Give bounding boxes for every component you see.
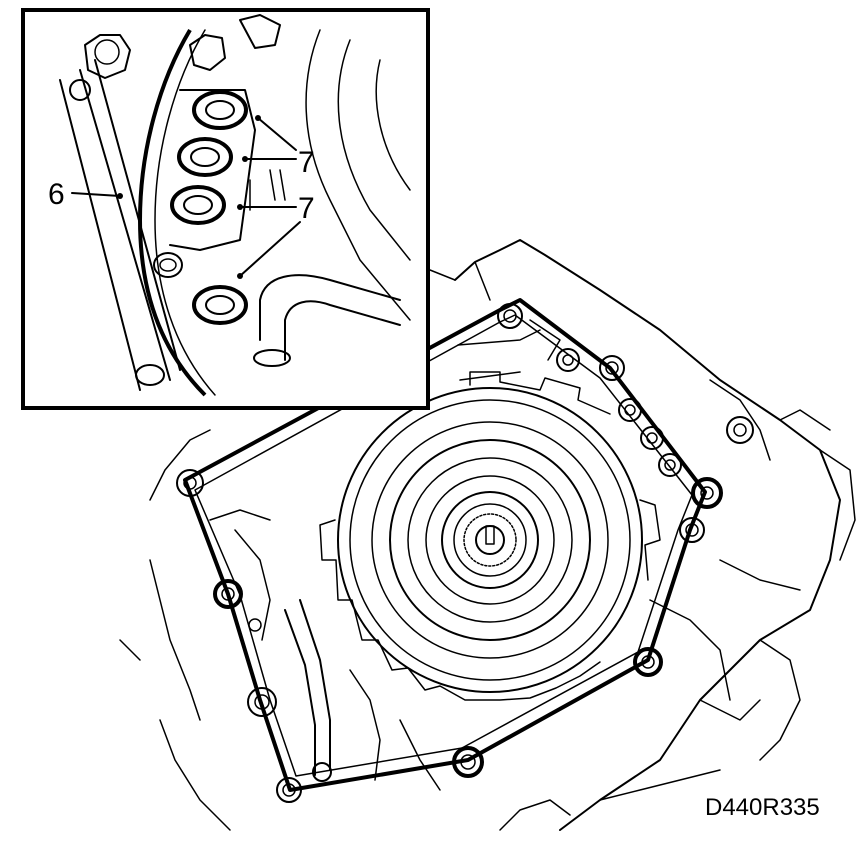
inset-drawing — [59, 14, 411, 397]
valve-body-ports — [556, 348, 754, 477]
seal-callout-label-upper: 7 — [298, 146, 315, 179]
seal-rings — [153, 90, 248, 325]
clutch-drum — [337, 387, 643, 693]
figure-code: D440R335 — [705, 794, 820, 821]
gasket-bolt-holes — [176, 303, 723, 803]
leader-lines — [71, 115, 301, 279]
gasket-callout-label: 6 — [48, 178, 65, 211]
seal-callout-label-lower: 7 — [298, 192, 315, 225]
transmission-housing — [119, 239, 856, 831]
detail-inset: 6 7 7 — [21, 8, 430, 410]
